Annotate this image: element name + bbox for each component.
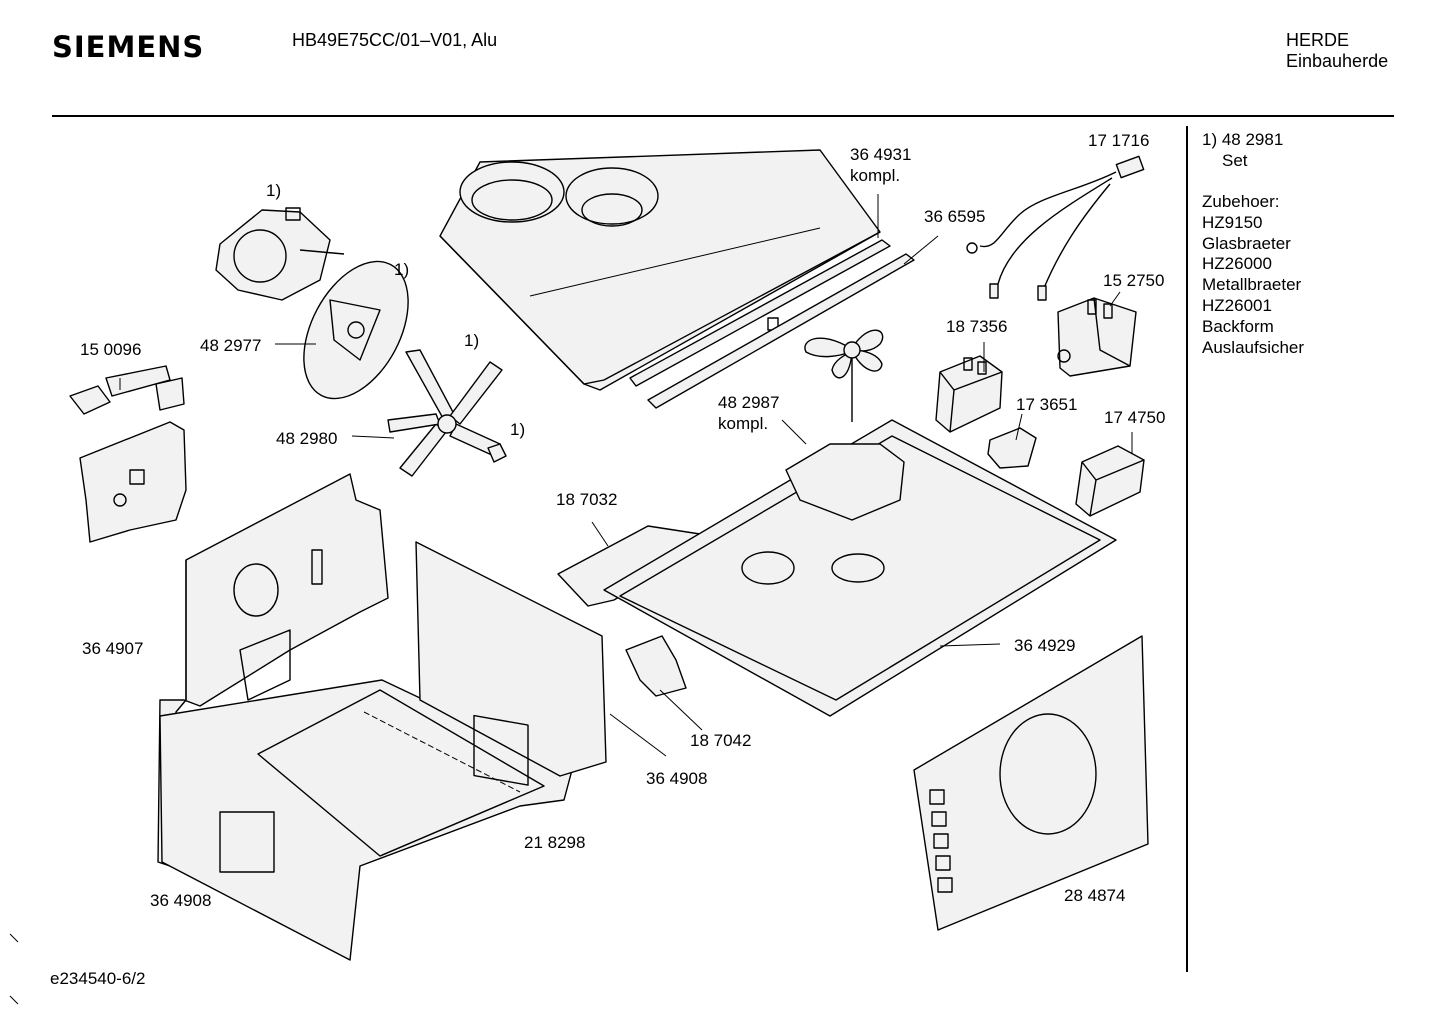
callout-note-motor: 1)	[266, 181, 282, 200]
switch-part	[987, 427, 1037, 469]
callout-364931: 36 4931	[850, 145, 912, 164]
relay-part	[1057, 297, 1137, 377]
seal-strip-part	[629, 239, 915, 409]
callout-187032: 18 7032	[556, 490, 618, 509]
callout-152750: 15 2750	[1103, 271, 1165, 290]
callout-note-plate: 1)	[394, 260, 410, 279]
accessory-item: HZ26001	[1202, 296, 1272, 315]
callout-187356: 18 7356	[946, 317, 1008, 336]
wiring-harness-part	[966, 155, 1145, 301]
callout-note-nut: 1)	[510, 420, 526, 439]
callout-173651: 17 3651	[1016, 395, 1078, 414]
callout-218298: 21 8298	[524, 833, 586, 852]
lamp-socket-part	[625, 635, 687, 697]
accessory-item: Metallbraeter	[1202, 275, 1302, 294]
callout-366595: 36 6595	[924, 207, 986, 226]
door-lock-part	[69, 365, 185, 415]
accessory-item: Auslaufsicher	[1202, 338, 1305, 357]
leader-lines	[119, 194, 1133, 757]
fan-wheel-part	[387, 349, 507, 477]
thermostat-2-part	[1075, 445, 1145, 517]
bracket-plate-part	[79, 421, 187, 543]
accessories-title: Zubehoer:	[1202, 192, 1280, 211]
callout-482987-kompl: kompl.	[718, 414, 769, 433]
thermostat-part	[935, 355, 1003, 433]
callout-364907: 36 4907	[82, 639, 144, 658]
set-note: 1) 48 2981	[1202, 130, 1284, 149]
callout-482980: 48 2980	[276, 429, 338, 448]
callout-482987: 48 2987	[718, 393, 780, 412]
margin-mark	[9, 933, 19, 943]
base-plate-part	[603, 419, 1117, 717]
callout-171716: 17 1716	[1088, 131, 1150, 150]
accessory-item: Glasbraeter	[1202, 234, 1291, 253]
callout-364929: 36 4929	[1014, 636, 1076, 655]
margin-mark	[9, 995, 19, 1005]
callout-284874: 28 4874	[1064, 886, 1126, 905]
callout-note-wheel: 1)	[464, 331, 480, 350]
cooling-fan-part	[804, 329, 884, 422]
callout-174750: 17 4750	[1104, 408, 1166, 427]
accessory-item: HZ26000	[1202, 254, 1272, 273]
callout-364931-kompl: kompl.	[850, 166, 901, 185]
category-line-2: Einbauherde	[1286, 51, 1389, 71]
drawing-id: e234540-6/2	[50, 969, 146, 988]
brand-logo: SIEMENS	[52, 30, 205, 64]
fan-motor-part	[215, 207, 345, 301]
callout-150096: 15 0096	[80, 340, 142, 359]
callout-187042: 18 7042	[690, 731, 752, 750]
fan-plate-part	[303, 260, 409, 400]
category-line-1: HERDE	[1286, 30, 1350, 50]
callout-364908-right: 36 4908	[646, 769, 708, 788]
set-note-label: Set	[1222, 151, 1248, 170]
callout-364908-front: 36 4908	[150, 891, 212, 910]
accessory-item: Backform	[1202, 317, 1274, 336]
top-cover-part	[439, 149, 881, 391]
callout-482977: 48 2977	[200, 336, 262, 355]
accessory-item: HZ9150	[1202, 213, 1263, 232]
rear-panel-part	[913, 635, 1149, 931]
model-number: HB49E75CC/01–V01, Alu	[292, 30, 498, 50]
side-panel-right-part	[415, 541, 607, 786]
